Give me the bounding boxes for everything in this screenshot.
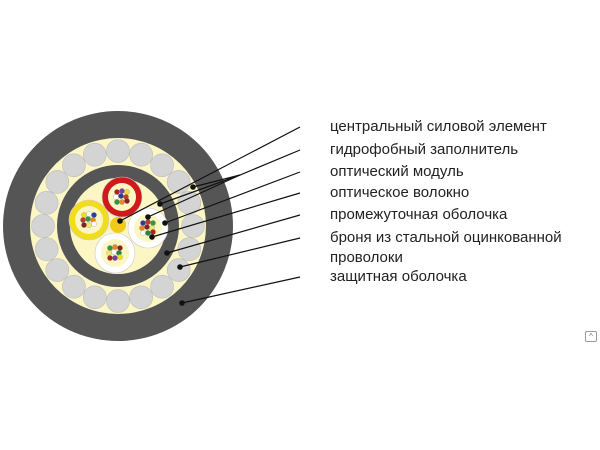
optical-fiber [124,189,130,195]
steel-wire [83,285,107,310]
optical-fiber [124,198,130,204]
steel-wire [83,142,107,167]
label-optical-module: оптический модуль [330,163,464,180]
leader-line [119,126,301,222]
optical-fiber [118,193,124,199]
watermark-icon: ^ [585,331,597,342]
steel-wire [106,139,130,163]
optical-fiber [144,224,150,230]
label-steel-armor-line2: проволоки [330,249,403,266]
leader-line [179,237,301,268]
optical-fiber [113,194,119,200]
label-steel-armor-line1: броня из стальной оцинкованной [330,229,562,246]
steel-wire [150,274,174,299]
optical-fiber [114,199,120,205]
optical-fiber [117,254,123,260]
optical-fiber [112,244,118,250]
optical-fiber [81,212,87,218]
optical-fiber [145,219,151,225]
steel-wire [45,170,70,194]
steel-wire [177,237,202,261]
leader-dot [145,214,151,220]
leader-line [151,192,301,238]
optical-fiber [114,189,120,195]
steel-wire [34,237,59,261]
steel-wire [166,258,191,282]
leader-line [147,174,241,218]
optical-fiber [150,220,156,226]
optical-fiber [107,255,113,261]
leader-dot [190,184,196,190]
steel-wire [181,214,205,238]
leader-line [159,174,241,205]
steel-wire [31,214,55,238]
optical-fiber [150,229,156,235]
optical-fiber [111,249,117,255]
label-hydrophobic-filler: гидрофобный заполнитель [330,141,519,158]
leader-dot [149,234,155,240]
leader-dot [117,218,123,224]
leader-line [166,214,301,254]
optical-fiber [85,216,91,222]
label-central-strength-member: центральный силовой элемент [330,118,547,135]
steel-wire [62,153,86,178]
optical-fiber [81,222,87,228]
leader-dot [162,220,168,226]
steel-wire [106,289,130,313]
optical-fiber [119,188,125,194]
optical-fiber [106,250,112,256]
steel-wire [34,191,59,215]
leader-dot [179,300,185,306]
optical-fiber [86,222,92,228]
optical-fiber [86,211,92,217]
optical-fiber [91,221,97,227]
optical-fiber [119,199,125,205]
steel-wire [129,285,153,310]
leader-dot [164,250,170,256]
leader-dot [177,264,183,270]
steel-wire [45,258,70,282]
optical-fiber [139,225,145,231]
leader-dot [157,201,163,207]
steel-wire [62,274,86,299]
optical-fiber [112,255,118,261]
optical-fiber [140,220,146,226]
optical-fiber [107,245,113,251]
optical-fiber [145,230,151,236]
steel-wire [150,153,174,178]
optical-fiber [140,230,146,236]
optical-fiber [91,212,97,218]
optical-fiber [117,245,123,251]
leader-line [164,171,301,224]
label-optical-fiber: оптическое волокно [330,184,470,201]
steel-wire [129,142,153,167]
label-protective-sheath: защитная оболочка [330,268,467,285]
leader-line [181,276,301,304]
label-intermediate-sheath: промежуточная оболочка [330,206,508,223]
optical-fiber [80,217,86,223]
